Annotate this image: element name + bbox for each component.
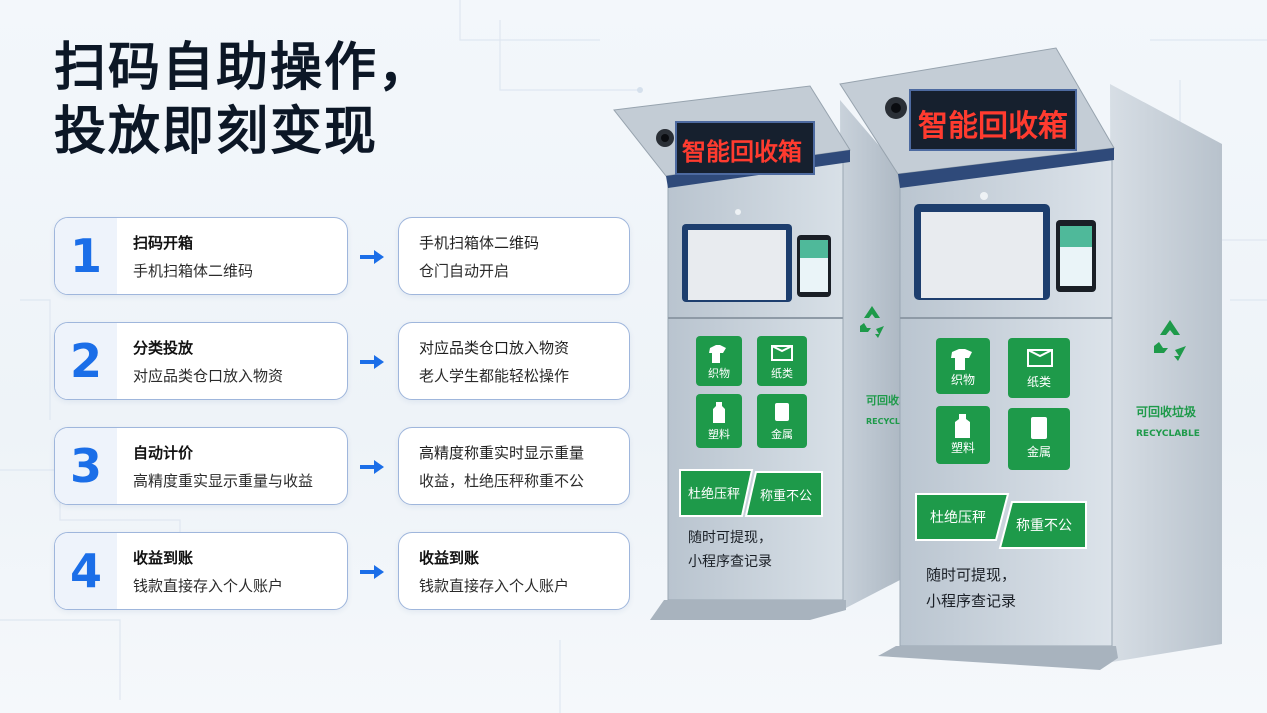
step-card-4: 4 收益到账 钱款直接存入个人账户: [54, 532, 348, 610]
can-icon: [1031, 417, 1047, 439]
side-label-cn: 可回收垃: [866, 393, 910, 407]
step-number: 2: [55, 323, 117, 399]
svg-text:称重不公: 称重不公: [1016, 518, 1072, 534]
recycling-kiosk-left: 智能回收箱 织物 纸类 塑料 金属 杜绝压秤 称重不公 随时可提现， 小程序查记…: [613, 85, 910, 620]
step-number: 3: [55, 428, 117, 504]
step-detail-line-1: 收益到账: [419, 549, 480, 567]
step-detail-card-4: 收益到账 钱款直接存入个人账户: [398, 532, 630, 610]
led-sign-text: 智能回收箱: [682, 138, 802, 166]
category-tile-plastic: 塑料: [936, 406, 990, 464]
step-description: 对应品类仓口放入物资: [133, 367, 284, 385]
side-label-cn: 可回收垃圾: [1136, 404, 1197, 419]
step-description: 手机扫箱体二维码: [133, 262, 254, 280]
arrow-right-icon: [360, 565, 384, 579]
bottle-icon: [955, 414, 970, 438]
step-detail-card-1: 手机扫箱体二维码 仓门自动开启: [398, 217, 630, 295]
step-description: 钱款直接存入个人账户: [133, 577, 284, 595]
category-tile-textile: 织物: [936, 338, 990, 394]
recycle-icon: [860, 306, 884, 338]
svg-text:织物: 织物: [708, 366, 730, 380]
box-icon: [771, 345, 793, 361]
arrow-right-icon: [360, 460, 384, 474]
step-detail-line-2: 老人学生都能轻松操作: [419, 367, 570, 385]
can-icon: [775, 403, 789, 421]
step-detail-card-2: 对应品类仓口放入物资 老人学生都能轻松操作: [398, 322, 630, 400]
svg-text:金属: 金属: [771, 427, 793, 441]
step-number: 4: [55, 533, 117, 609]
side-label-en: RECYCLABLE: [1136, 429, 1200, 439]
svg-text:塑料: 塑料: [951, 440, 975, 455]
tshirt-icon: [709, 345, 726, 363]
withdraw-note-line-1: 随时可提现，: [688, 530, 772, 546]
step-number: 1: [55, 218, 117, 294]
arrow-right-icon: [360, 250, 384, 264]
recycling-kiosk-right: 智能回收箱 织物 纸类 塑料 金属 杜绝压秤 称重不公 随时可提现， 小程序查记…: [839, 47, 1222, 670]
step-card-2: 2 分类投放 对应品类仓口放入物资: [54, 322, 348, 400]
arrow-right-icon: [360, 355, 384, 369]
category-tile-plastic: 塑料: [696, 394, 742, 448]
step-description: 高精度重实显示重量与收益: [133, 472, 314, 490]
step-detail-line-2: 钱款直接存入个人账户: [419, 577, 570, 595]
svg-text:杜绝压秤: 杜绝压秤: [688, 486, 740, 502]
headline-line-2: 投放即刻变现: [54, 102, 379, 162]
svg-text:织物: 织物: [951, 373, 975, 387]
fairness-banner: 杜绝压秤 称重不公: [679, 469, 823, 517]
category-tile-paper: 纸类: [757, 336, 807, 386]
svg-text:纸类: 纸类: [1027, 375, 1051, 389]
step-detail-line-1: 对应品类仓口放入物资: [419, 339, 570, 357]
withdraw-note-line-2: 小程序查记录: [926, 592, 1016, 610]
svg-text:塑料: 塑料: [708, 427, 730, 441]
svg-text:纸类: 纸类: [771, 366, 793, 380]
recycle-icon: [1154, 320, 1186, 361]
headline-line-1: 扫码自助操作，: [54, 38, 433, 98]
side-label-en: RECYCLAB: [866, 417, 910, 426]
step-title: 分类投放: [133, 339, 194, 357]
fairness-banner: 杜绝压秤 称重不公: [915, 493, 1087, 549]
category-tile-metal: 金属: [1008, 408, 1070, 470]
svg-text:金属: 金属: [1027, 444, 1051, 459]
box-icon: [1027, 349, 1053, 367]
withdraw-note-line-1: 随时可提现，: [926, 566, 1016, 584]
svg-text:称重不公: 称重不公: [760, 488, 812, 504]
step-detail-line-2: 仓门自动开启: [419, 262, 510, 280]
step-detail-line-1: 高精度称重实时显示重量: [419, 444, 585, 462]
step-detail-line-1: 手机扫箱体二维码: [419, 234, 540, 252]
step-detail-line-2: 收益，杜绝压秤称重不公: [419, 472, 585, 490]
category-tile-textile: 织物: [696, 336, 742, 386]
step-title: 扫码开箱: [133, 234, 194, 252]
step-card-1: 1 扫码开箱 手机扫箱体二维码: [54, 217, 348, 295]
step-title: 自动计价: [133, 444, 194, 462]
withdraw-note-line-2: 小程序查记录: [688, 554, 772, 570]
led-sign-text: 智能回收箱: [918, 109, 1068, 144]
category-tile-metal: 金属: [757, 394, 807, 448]
step-title: 收益到账: [133, 549, 194, 567]
step-card-3: 3 自动计价 高精度重实显示重量与收益: [54, 427, 348, 505]
category-tile-paper: 纸类: [1008, 338, 1070, 398]
tshirt-icon: [951, 349, 972, 370]
svg-text:杜绝压秤: 杜绝压秤: [930, 510, 986, 526]
step-detail-card-3: 高精度称重实时显示重量 收益，杜绝压秤称重不公: [398, 427, 630, 505]
bottle-icon: [713, 402, 725, 423]
